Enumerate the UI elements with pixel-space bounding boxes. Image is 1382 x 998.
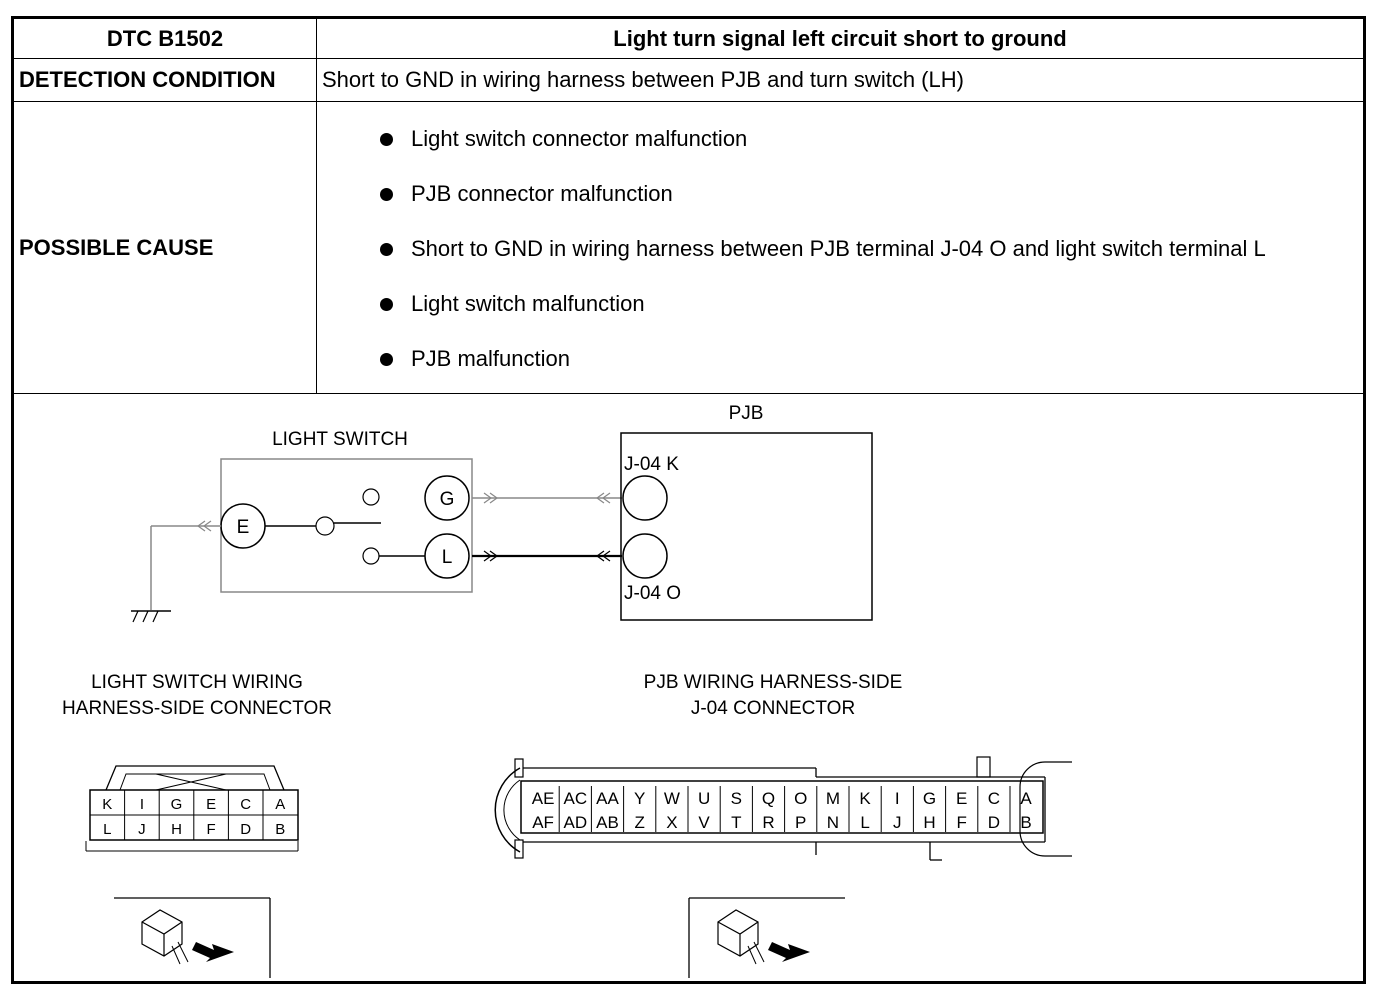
terminal-l-label: L xyxy=(442,547,453,568)
connector-mark-icon xyxy=(196,520,206,532)
ls-pin-f: F xyxy=(207,821,216,838)
pjb-pin-k: K xyxy=(859,789,871,808)
ls-pin-b: B xyxy=(275,821,285,838)
ls-connector-title: HARNESS-SIDE CONNECTOR xyxy=(62,698,332,719)
ls-pin-c: C xyxy=(240,796,251,813)
row-divider xyxy=(14,101,1363,102)
pjb-label: PJB xyxy=(729,403,764,424)
pjb-pin-q: Q xyxy=(762,789,775,808)
pjb-pin-l: L xyxy=(860,813,869,832)
terminal-g-label: G xyxy=(440,489,455,510)
possible-cause-list: Light switch connector malfunction PJB c… xyxy=(374,124,1334,374)
bullet-icon xyxy=(380,243,393,256)
pjb-pin-y: Y xyxy=(634,789,645,808)
pjb-pin-d: D xyxy=(988,813,1000,832)
connector-mark-icon xyxy=(595,550,605,562)
possible-cause-label: POSSIBLE CAUSE xyxy=(19,234,214,260)
detection-condition-text: Short to GND in wiring harness between P… xyxy=(322,67,964,92)
dtc-title: Light turn signal left circuit short to … xyxy=(613,25,1067,51)
pjb-pin-h: H xyxy=(923,813,935,832)
pjb-pin-j04o xyxy=(622,533,668,579)
pjb-pin-p: P xyxy=(795,813,806,832)
pjb-pin-j04k-label: J-04 K xyxy=(624,454,679,475)
ls-connector-title: LIGHT SWITCH WIRING xyxy=(91,672,303,693)
ls-pin-l: L xyxy=(103,821,111,838)
connector-mark-icon xyxy=(595,492,605,504)
connector-mark-icon xyxy=(202,520,212,532)
dtc-sheet: DTC B1502 Light turn signal left circuit… xyxy=(11,16,1366,984)
bullet-icon xyxy=(380,298,393,311)
ls-harness-connector xyxy=(85,765,299,852)
pjb-pin-ab: AB xyxy=(596,813,619,832)
pjb-pin-z: Z xyxy=(635,813,645,832)
connector-mark-icon xyxy=(483,492,493,504)
pjb-pin-af: AF xyxy=(532,813,554,832)
row-divider xyxy=(14,393,1363,394)
cause-item: Light switch malfunction xyxy=(374,289,1334,319)
pjb-pin-m: M xyxy=(826,789,840,808)
connector-mark-icon xyxy=(483,550,493,562)
terminal-g xyxy=(424,475,470,521)
pjb-pin-aa: AA xyxy=(596,789,619,808)
pjb-pin-u: U xyxy=(698,789,710,808)
light-switch-box xyxy=(220,458,473,593)
view-direction-icon xyxy=(114,897,271,978)
dtc-code: DTC B1502 xyxy=(106,25,224,51)
switch-contact xyxy=(362,488,380,506)
pjb-pin-c: C xyxy=(988,789,1000,808)
light-switch-label: LIGHT SWITCH xyxy=(272,429,408,450)
ls-pin-e: E xyxy=(206,796,216,813)
pjb-pin-w: W xyxy=(664,789,680,808)
pjb-pin-ac: AC xyxy=(563,789,587,808)
pjb-box xyxy=(620,432,873,621)
pjb-pin-s: S xyxy=(731,789,742,808)
pjb-harness-connector xyxy=(494,756,1072,861)
pjb-pin-j: J xyxy=(893,813,902,832)
pjb-pin-g: G xyxy=(923,789,936,808)
ls-pin-labels: KL IJ GH EF CD AB xyxy=(102,796,285,838)
switch-contact xyxy=(362,547,380,565)
detection-condition-label: DETECTION CONDITION xyxy=(19,67,276,92)
pjb-pin-x: X xyxy=(666,813,677,832)
pjb-pin-b: B xyxy=(1020,813,1031,832)
pjb-pin-i: I xyxy=(895,789,900,808)
column-divider xyxy=(316,19,317,393)
pjb-pin-n: N xyxy=(827,813,839,832)
pjb-pin-ae: AE xyxy=(532,789,555,808)
ls-pin-a: A xyxy=(275,796,285,813)
cause-item: PJB malfunction xyxy=(374,344,1334,374)
ls-pin-g: G xyxy=(171,796,183,813)
pjb-pin-v: V xyxy=(698,813,710,832)
pjb-pin-t: T xyxy=(731,813,741,832)
pjb-pin-ad: AD xyxy=(563,813,587,832)
pjb-pin-e: E xyxy=(956,789,967,808)
cause-item: Light switch connector malfunction xyxy=(374,124,1334,154)
pjb-pin-o: O xyxy=(794,789,807,808)
pjb-pin-r: R xyxy=(762,813,774,832)
row-divider xyxy=(14,58,1363,59)
terminal-l xyxy=(424,533,470,579)
ls-pin-j: J xyxy=(138,821,146,838)
pjb-pin-j04o-label: J-04 O xyxy=(624,583,681,604)
pjb-pin-j04k xyxy=(622,475,668,521)
pjb-pin-a: A xyxy=(1020,789,1032,808)
cause-item: PJB connector malfunction xyxy=(374,179,1334,209)
pjb-connector-title: PJB WIRING HARNESS-SIDE xyxy=(644,672,903,693)
cause-item: Short to GND in wiring harness between P… xyxy=(374,234,1334,264)
terminal-e-label: E xyxy=(237,517,250,538)
ls-pin-h: H xyxy=(171,821,182,838)
ls-pin-i: I xyxy=(140,796,144,813)
bullet-icon xyxy=(380,353,393,366)
bullet-icon xyxy=(380,133,393,146)
ls-pin-k: K xyxy=(102,796,112,813)
ls-pin-d: D xyxy=(240,821,251,838)
bullet-icon xyxy=(380,188,393,201)
pjb-pin-f: F xyxy=(957,813,967,832)
pjb-connector-title: J-04 CONNECTOR xyxy=(691,698,855,719)
switch-contact xyxy=(315,516,335,536)
view-direction-icon xyxy=(688,897,845,978)
